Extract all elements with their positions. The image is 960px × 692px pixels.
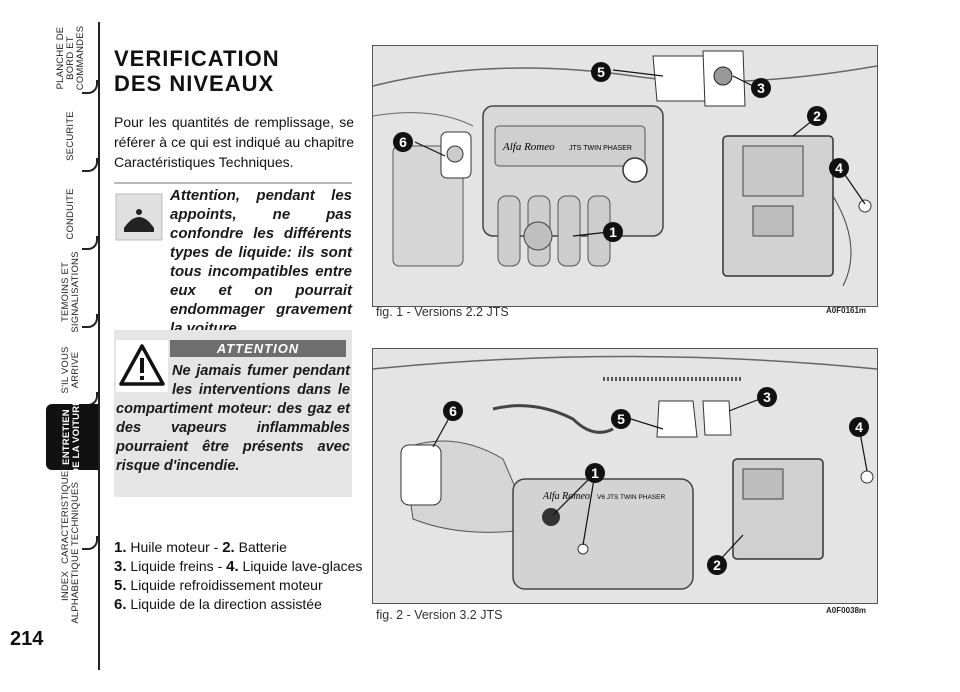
attention-heading: ATTENTION xyxy=(170,340,346,357)
engine-badge: Alfa Romeo xyxy=(502,141,555,153)
legend-row: 3. Liquide freins - 4. Liquide lave-glac… xyxy=(114,558,363,575)
callout-5 xyxy=(591,62,611,82)
page-number: 214 xyxy=(10,628,44,650)
title-line-1: VERIFICATION xyxy=(114,46,280,71)
callout-2 xyxy=(707,555,727,575)
tab-label: CONDUITE xyxy=(65,188,76,240)
attention-box: ATTENTION Ne jamais fumer pendant les in… xyxy=(114,330,352,497)
tab-label: INDEX ALPHABETIQUE xyxy=(60,548,81,624)
fluid-warning-icon xyxy=(115,193,163,241)
legend-row: 6. Liquide de la direction assistée xyxy=(114,596,322,613)
svg-text:1: 1 xyxy=(609,224,617,240)
tab-temoins[interactable]: TEMOINS ET SIGNALISATIONS xyxy=(42,251,100,333)
svg-text:4: 4 xyxy=(835,160,843,176)
svg-text:6: 6 xyxy=(399,134,407,150)
callout-6 xyxy=(443,401,463,421)
svg-text:5: 5 xyxy=(597,64,605,80)
engine-text: JTS TWIN PHASER xyxy=(569,145,632,152)
legend-row: 5. Liquide refroidissement moteur xyxy=(114,577,323,594)
engine-illustration-2: Alfa Romeo V6 JTS TWIN PHASER 1 2 3 4 5 … xyxy=(373,349,877,603)
intro-paragraph: Pour les quantités de remplissage, se ré… xyxy=(114,114,354,170)
section-title: VERIFICATION DES NIVEAUX xyxy=(114,46,280,96)
tab-rail xyxy=(98,22,100,670)
callout-6 xyxy=(393,132,413,152)
tab-index[interactable]: INDEX ALPHABETIQUE xyxy=(42,548,100,623)
attention-text-body: Ne jamais fumer pendant les intervention… xyxy=(116,363,350,474)
figure-2-engine-3-2: Alfa Romeo V6 JTS TWIN PHASER 1 2 3 4 5 … xyxy=(372,348,878,604)
figure-2-caption: fig. 2 - Version 3.2 JTS xyxy=(376,608,503,622)
svg-text:4: 4 xyxy=(855,419,863,435)
figure-1-engine-2-2: Alfa Romeo JTS TWIN PHASER 1 xyxy=(372,45,878,307)
figure-2-code: A0F0038m xyxy=(826,606,867,615)
callout-1 xyxy=(585,463,605,483)
svg-text:3: 3 xyxy=(757,80,765,96)
tab-securite[interactable]: SECURITE xyxy=(42,106,100,172)
tab-planche[interactable]: PLANCHE DE BORD ET COMMANDES xyxy=(42,26,100,94)
callout-3 xyxy=(757,387,777,407)
chapter-tabs: PLANCHE DE BORD ET COMMANDES SECURITE CO… xyxy=(0,0,100,692)
title-line-2: DES NIVEAUX xyxy=(114,71,275,96)
figure-legend: 1. Huile moteur - 2. Batterie 3. Liquide… xyxy=(114,538,364,614)
svg-text:2: 2 xyxy=(813,108,821,124)
callout-4 xyxy=(829,158,849,178)
tab-silvous[interactable]: S'IL VOUS ARRIVE xyxy=(42,340,100,406)
figure-1-caption: fig. 1 - Versions 2.2 JTS xyxy=(376,305,509,319)
attention-text: Ne jamais fumer pendant les intervention… xyxy=(116,362,350,476)
engine-badge: Alfa Romeo xyxy=(542,491,590,502)
callout-2 xyxy=(807,106,827,126)
callout-1 xyxy=(603,222,623,242)
tab-label: S'IL VOUS ARRIVE xyxy=(60,346,81,394)
tab-label: TEMOINS ET SIGNALISATIONS xyxy=(60,251,81,333)
callout-3 xyxy=(751,78,771,98)
engine-illustration-1: Alfa Romeo JTS TWIN PHASER 1 xyxy=(373,46,877,306)
callout-4 xyxy=(849,417,869,437)
callout-5 xyxy=(611,409,631,429)
engine-text: V6 JTS TWIN PHASER xyxy=(597,494,665,501)
tab-caracteristiques[interactable]: CARACTERISTIQUES TECHNIQUES xyxy=(42,464,100,564)
figure-1-code: A0F0161m xyxy=(826,306,867,315)
svg-text:3: 3 xyxy=(763,389,771,405)
tab-conduite[interactable]: CONDUITE xyxy=(42,184,100,250)
warning-note: Attention, pendant les appoints, ne pas … xyxy=(114,182,352,338)
svg-text:2: 2 xyxy=(713,557,721,573)
tab-entretien[interactable]: ENTRETIEN DE LA VOITURE xyxy=(46,399,98,475)
warning-text: Attention, pendant les appoints, ne pas … xyxy=(114,186,352,338)
hazard-triangle-icon xyxy=(116,340,168,392)
svg-text:1: 1 xyxy=(591,465,599,481)
legend-row: 1. Huile moteur - 2. Batterie xyxy=(114,539,287,556)
warning-text-body: Attention, pendant les appoints, ne pas … xyxy=(170,187,352,337)
tab-label: SECURITE xyxy=(65,111,76,161)
svg-text:6: 6 xyxy=(449,403,457,419)
svg-text:5: 5 xyxy=(617,411,625,427)
